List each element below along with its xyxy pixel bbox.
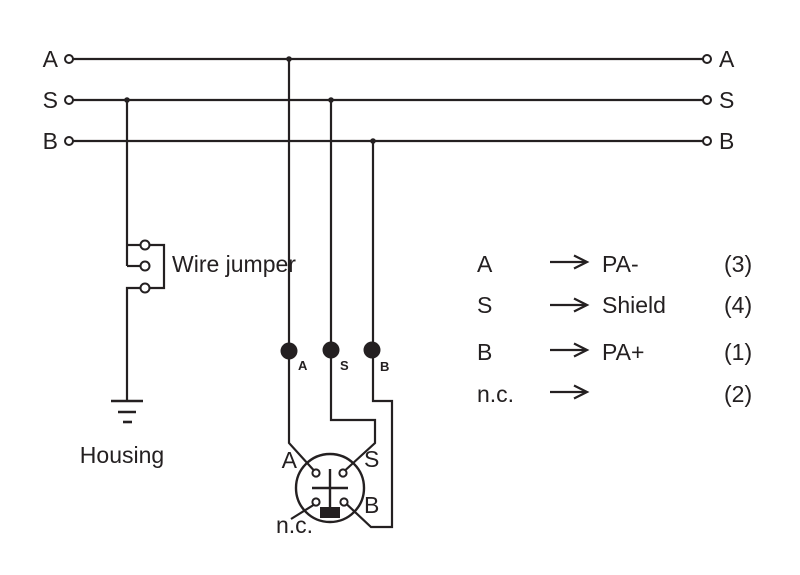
terminal-icon xyxy=(64,136,74,146)
legend-pin-number: (3) xyxy=(724,251,752,277)
legend-row: n.c. (2) xyxy=(477,381,752,407)
arrow-right-icon xyxy=(550,297,590,313)
wire-jumper-bracket xyxy=(150,243,166,290)
nc-pin-stub xyxy=(290,504,315,520)
legend-row: S Shield (4) xyxy=(477,292,752,318)
connector-pin-s-icon xyxy=(338,468,348,478)
bead-label-s: S xyxy=(340,358,349,373)
connector-label-a: A xyxy=(282,447,298,473)
arrow-right-icon xyxy=(550,342,590,358)
arrow-right-icon xyxy=(550,384,590,400)
legend-signal: S xyxy=(477,292,492,318)
legend-signal: B xyxy=(477,339,492,365)
connector-label-b: B xyxy=(364,492,379,518)
legend-signal: A xyxy=(477,251,493,277)
jumper-terminal-icon xyxy=(139,260,151,272)
arrow-right-icon xyxy=(550,254,590,270)
terminal-icon xyxy=(64,95,74,105)
connector-drop-wires: A S B xyxy=(280,59,394,529)
connector-key-icon xyxy=(320,507,340,518)
legend: A PA- (3) S Shield (4) B PA+ xyxy=(477,251,752,407)
arrow-head xyxy=(573,342,590,358)
legend-target: Shield xyxy=(602,292,666,318)
connector-pin-b-icon xyxy=(339,497,349,507)
arrow-head xyxy=(573,297,590,313)
bus-label-left-s: S xyxy=(43,87,58,113)
connector-face: A S B n.c. xyxy=(276,446,379,538)
legend-signal: n.c. xyxy=(477,381,514,407)
terminal-icon xyxy=(702,54,712,64)
bus-label-left-b: B xyxy=(43,128,58,154)
connector-label-s: S xyxy=(364,446,379,472)
legend-row: A PA- (3) xyxy=(477,251,752,277)
bus-label-left-a: A xyxy=(43,46,59,72)
connector-body xyxy=(294,452,366,524)
bus-label-right-b: B xyxy=(719,128,734,154)
bus-label-right-a: A xyxy=(719,46,735,72)
bead-label-a: A xyxy=(298,358,308,373)
ferrite-bead-icon xyxy=(322,341,340,359)
jumper-terminal-icon xyxy=(139,282,151,294)
legend-row: B PA+ (1) xyxy=(477,339,752,365)
legend-target: PA+ xyxy=(602,339,644,365)
terminal-icon xyxy=(702,95,712,105)
bus-label-right-s: S xyxy=(719,87,734,113)
bead-label-b: B xyxy=(380,359,389,374)
bus-lines: A A S S B B xyxy=(43,46,735,154)
connector-pin-a-icon xyxy=(311,468,321,478)
arrow-head xyxy=(573,254,590,270)
housing-label: Housing xyxy=(80,442,164,468)
legend-pin-number: (4) xyxy=(724,292,752,318)
legend-pin-number: (2) xyxy=(724,381,752,407)
terminal-icon xyxy=(64,54,74,64)
wire-a xyxy=(287,59,315,471)
housing-ground-wire xyxy=(125,286,140,400)
ferrite-bead-icon xyxy=(363,341,381,359)
legend-pin-number: (1) xyxy=(724,339,752,365)
ferrite-bead-icon xyxy=(280,342,298,360)
jumper-terminal-icon xyxy=(139,239,151,251)
wire-s xyxy=(329,100,377,471)
ground-icon xyxy=(111,399,143,424)
terminal-icon xyxy=(702,136,712,146)
connector-pin-nc-icon xyxy=(311,497,321,507)
wire-jumper-label: Wire jumper xyxy=(172,251,296,277)
connector-label-nc: n.c. xyxy=(276,512,313,538)
shield-to-housing-branch: Wire jumper Housing xyxy=(80,100,296,468)
legend-target: PA- xyxy=(602,251,639,277)
arrow-head xyxy=(573,384,590,400)
